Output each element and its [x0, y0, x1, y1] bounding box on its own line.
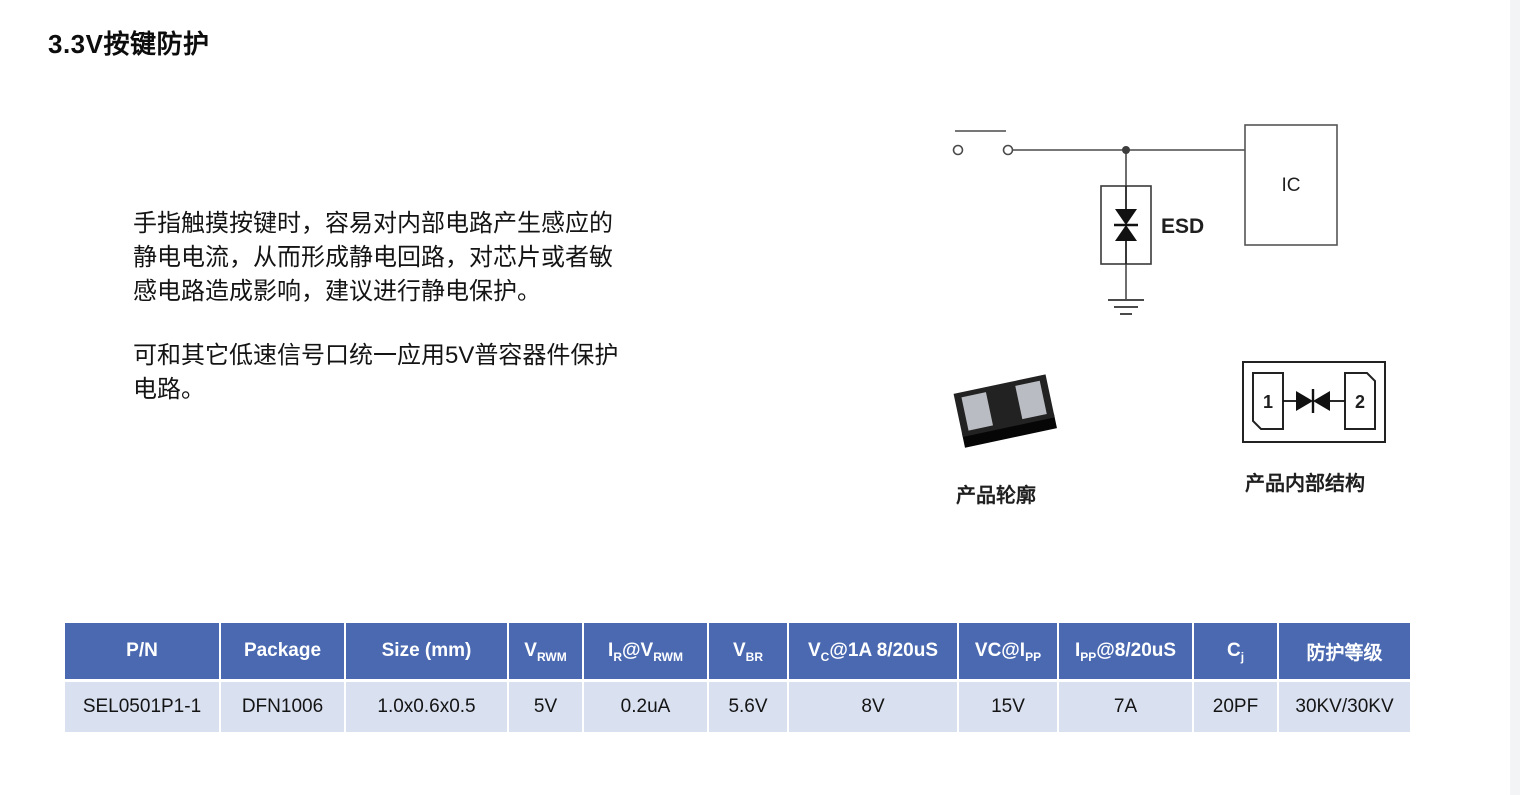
text-line: 感电路造成影响，建议进行静电保护。: [133, 278, 541, 305]
header-text: V: [807, 640, 821, 661]
product-outline-chip-icon: [953, 374, 1057, 448]
header-text: @V: [621, 640, 654, 661]
column-header-size: Size (mm): [345, 623, 509, 682]
ic-label: IC: [1282, 175, 1301, 196]
ic-block: IC: [1244, 124, 1338, 246]
page-edge: [1510, 0, 1520, 795]
header-text: @8/20uS: [1096, 640, 1177, 661]
cell-ipp: 7A: [1058, 680, 1194, 732]
cell-size: 1.0x0.6x0.5: [345, 680, 509, 732]
header-sub: PP: [1025, 649, 1042, 664]
header-text: P/N: [126, 640, 158, 661]
cell-vc-ipp: 15V: [958, 680, 1059, 732]
cell-package: DFN1006: [220, 680, 346, 732]
header-text: Size (mm): [381, 640, 472, 661]
application-circuit-diagram: IC ESD 产品轮廓: [952, 124, 1386, 507]
esd-device-icon: [1100, 185, 1152, 265]
header-sub: PP: [1080, 649, 1097, 664]
header-text: C: [1226, 640, 1241, 661]
text-line: 静电电流，从而形成静电回路，对芯片或者敏: [133, 244, 613, 271]
column-header-package: Package: [220, 623, 346, 682]
pin2-label: 2: [1355, 392, 1365, 412]
header-text: @1A 8/20uS: [829, 640, 938, 661]
column-header-vc-1a: VC@1A 8/20uS: [788, 623, 959, 682]
cell-cj: 20PF: [1193, 680, 1279, 732]
page-title: 3.3V按键防护: [48, 29, 210, 59]
paragraph-1: 手指触摸按键时，容易对内部电路产生感应的 静电电流，从而形成静电回路，对芯片或者…: [133, 207, 733, 309]
pin1-label: 1: [1263, 392, 1273, 412]
column-header-vbr: VBR: [708, 623, 789, 682]
internal-structure-caption: 产品内部结构: [1245, 471, 1365, 495]
table-row: SEL0501P1-1 DFN1006 1.0x0.6x0.5 5V 0.2uA…: [65, 680, 1410, 732]
header-sub: j: [1240, 649, 1245, 664]
cell-pn: SEL0501P1-1: [65, 680, 221, 732]
internal-structure-icon: 1 2: [1242, 361, 1386, 443]
esd-label: ESD: [1161, 215, 1204, 238]
spec-table: P/N Package Size (mm) VRWM IR@VRWM VBR V…: [65, 623, 1410, 732]
product-outline-caption: 产品轮廓: [956, 483, 1036, 507]
cell-vbr: 5.6V: [708, 680, 789, 732]
column-header-pn: P/N: [65, 623, 221, 682]
cell-vrwm: 5V: [508, 680, 584, 732]
header-text: I: [608, 640, 614, 661]
header-text: 防护等级: [1306, 642, 1383, 664]
header-text: VC@I: [974, 640, 1026, 661]
header-text: I: [1074, 640, 1081, 661]
header-text: V: [732, 640, 746, 661]
column-header-cj: Cj: [1193, 623, 1279, 682]
column-header-vrwm: VRWM: [508, 623, 584, 682]
cell-vc-1a: 8V: [788, 680, 959, 732]
header-sub: RWM: [653, 649, 683, 664]
cell-ir: 0.2uA: [583, 680, 709, 732]
text-line: 可和其它低速信号口统一应用5V普容器件保护: [133, 342, 619, 369]
header-sub: BR: [745, 649, 764, 664]
column-header-ipp: IPP@8/20uS: [1058, 623, 1194, 682]
header-text: Package: [243, 640, 322, 661]
header-text: V: [524, 640, 537, 661]
column-header-ir-vrwm: IR@VRWM: [583, 623, 709, 682]
column-header-protection-level: 防护等级: [1278, 623, 1410, 682]
header-row: P/N Package Size (mm) VRWM IR@VRWM VBR V…: [65, 623, 1410, 682]
cell-protection-level: 30KV/30KV: [1278, 680, 1410, 732]
text-line: 电路。: [133, 376, 205, 403]
junction-dot: [1122, 146, 1130, 154]
header-sub: RWM: [536, 649, 567, 664]
text-line: 手指触摸按键时，容易对内部电路产生感应的: [133, 210, 613, 237]
header-sub: R: [613, 649, 622, 664]
paragraph-2: 可和其它低速信号口统一应用5V普容器件保护 电路。: [133, 339, 733, 407]
ground-icon: [1108, 299, 1144, 315]
header-sub: C: [820, 649, 830, 664]
pushbutton-switch-icon: [952, 130, 1014, 156]
column-header-vc-ipp: VC@IPP: [958, 623, 1059, 682]
description-text: 手指触摸按键时，容易对内部电路产生感应的 静电电流，从而形成静电回路，对芯片或者…: [133, 207, 733, 437]
